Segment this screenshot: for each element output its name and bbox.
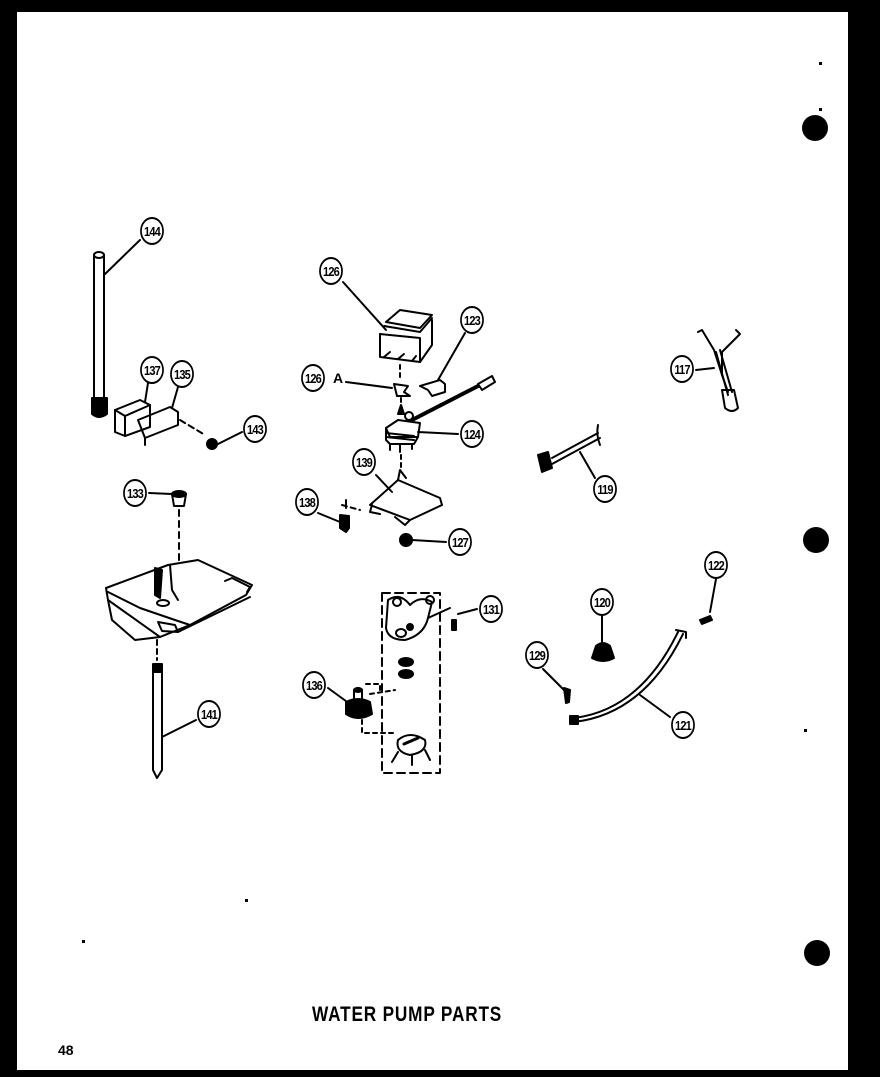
part-reservoir-tray — [105, 559, 253, 661]
callout-139: 139 — [352, 448, 376, 476]
part-137-135-brackets — [114, 382, 243, 450]
callout-120: 120 — [590, 588, 614, 616]
callout-131: 131 — [479, 595, 503, 623]
callout-143: 143 — [243, 415, 267, 443]
callout-135: 135 — [170, 360, 194, 388]
page-number: 48 — [58, 1042, 74, 1058]
part-124-motor — [385, 375, 496, 471]
part-120-grommet — [591, 615, 615, 662]
callout-138: 138 — [295, 488, 319, 516]
callout-119: 119 — [593, 475, 617, 503]
callout-137: 137 — [140, 356, 164, 384]
scan-speck — [804, 729, 807, 732]
callout-123: 123 — [460, 306, 484, 334]
part-141-tube — [152, 663, 197, 779]
page-title: WATER PUMP PARTS — [312, 1003, 503, 1026]
part-122-clip — [699, 578, 717, 625]
callout-126-a: 126 — [301, 364, 325, 392]
part-136-impeller — [327, 683, 396, 734]
part-121-curved-tube — [569, 629, 687, 725]
part-117-wire-harness — [695, 329, 741, 412]
scan-speck — [245, 899, 248, 902]
reference-letter-a: A — [333, 370, 344, 386]
scan-speck — [819, 108, 822, 111]
part-119-wire-lead — [537, 424, 601, 479]
part-129-clip — [542, 668, 571, 704]
part-139-plate — [317, 469, 447, 547]
punch-hole-top — [802, 115, 828, 141]
callout-136: 136 — [302, 671, 326, 699]
part-pump-housing-assembly — [381, 592, 478, 774]
callout-124: 124 — [460, 420, 484, 448]
callout-122: 122 — [704, 551, 728, 579]
part-126-cover — [342, 281, 433, 381]
callout-127: 127 — [448, 528, 472, 556]
callout-144: 144 — [140, 217, 164, 245]
callout-117: 117 — [670, 355, 694, 383]
callout-126-cover: 126 — [319, 257, 343, 285]
punch-hole-bottom — [804, 940, 830, 966]
callout-141: 141 — [197, 700, 221, 728]
callout-121: 121 — [671, 711, 695, 739]
callout-129: 129 — [525, 641, 549, 669]
punch-hole-middle — [803, 527, 829, 553]
scan-speck — [82, 940, 85, 943]
part-123-bracket — [419, 332, 466, 397]
scan-speck — [819, 62, 822, 65]
part-133-cap — [148, 490, 187, 561]
callout-133: 133 — [123, 479, 147, 507]
part-144-tube — [91, 239, 141, 418]
